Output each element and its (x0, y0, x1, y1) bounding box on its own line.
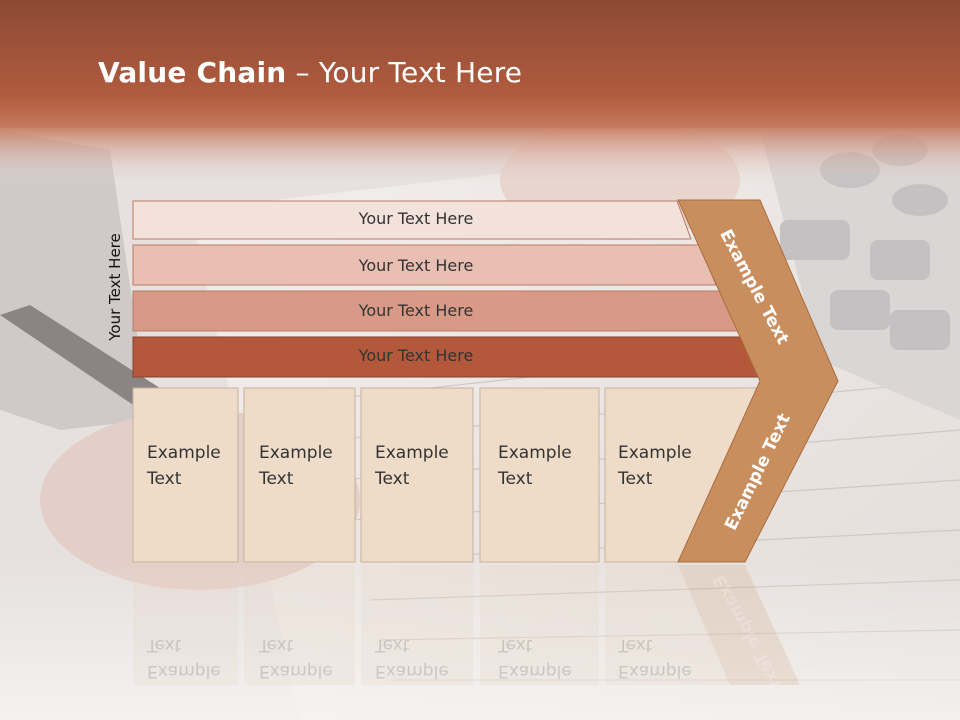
cell-reflection-4 (480, 565, 599, 685)
bar-label-2: Your Text Here (358, 256, 474, 275)
cell-2 (243, 387, 356, 563)
cell-reflection-label-4-line1: Example (498, 661, 572, 681)
bar-label-1: Your Text Here (358, 209, 474, 228)
cell-reflection-label-2-line2: Text (259, 635, 294, 655)
cell-reflection-label-4-line2: Text (498, 635, 533, 655)
cell-reflection-label-3: Example Text (375, 632, 449, 684)
cell-4 (479, 387, 600, 563)
cell-label-5-line1: Example (618, 443, 692, 463)
cell-label-2-line1: Example (259, 443, 333, 463)
cell-reflection-label-1-line1: Example (147, 661, 221, 681)
cell-reflection-5 (605, 565, 730, 685)
cell-label-2-line2: Text (259, 469, 294, 489)
cell-label-5-line2: Text (618, 469, 653, 489)
cell-label-4-line2: Text (498, 469, 533, 489)
cell-label-1-line2: Text (147, 469, 182, 489)
cell-reflection-label-3-line2: Text (375, 635, 410, 655)
cell-label-3-line2: Text (375, 469, 410, 489)
cell-reflection-label-5: Example Text (618, 632, 692, 684)
cell-reflection-label-2-line1: Example (259, 661, 333, 681)
cell-reflection-label-3-line1: Example (375, 661, 449, 681)
cell-reflection-3 (361, 565, 473, 685)
cell-reflection-label-5-line1: Example (618, 661, 692, 681)
cell-reflection-label-1: Example Text (147, 632, 221, 684)
cell-label-3-line1: Example (375, 443, 449, 463)
cell-label-4-line1: Example (498, 443, 572, 463)
chevron-arrow (677, 199, 839, 563)
bar-label-4: Your Text Here (358, 346, 474, 365)
cell-reflection-label-5-line2: Text (618, 635, 653, 655)
cell-reflection-label-2: Example Text (259, 632, 333, 684)
cell-1 (132, 387, 239, 563)
bar-label-3: Your Text Here (358, 301, 474, 320)
cell-reflection-label-1-line2: Text (147, 635, 182, 655)
title-rest: – Your Text Here (286, 56, 523, 89)
cell-reflection-2 (244, 565, 355, 685)
cell-label-1-line1: Example (147, 443, 221, 463)
bar-1 (132, 200, 692, 240)
slide-title: Value Chain – Your Text Here (98, 56, 522, 89)
cell-3 (360, 387, 474, 563)
cell-reflection-label-4: Example Text (498, 632, 572, 684)
title-bold: Value Chain (98, 56, 287, 89)
chevron-reflection (678, 565, 800, 685)
cell-reflection-1 (133, 565, 238, 685)
